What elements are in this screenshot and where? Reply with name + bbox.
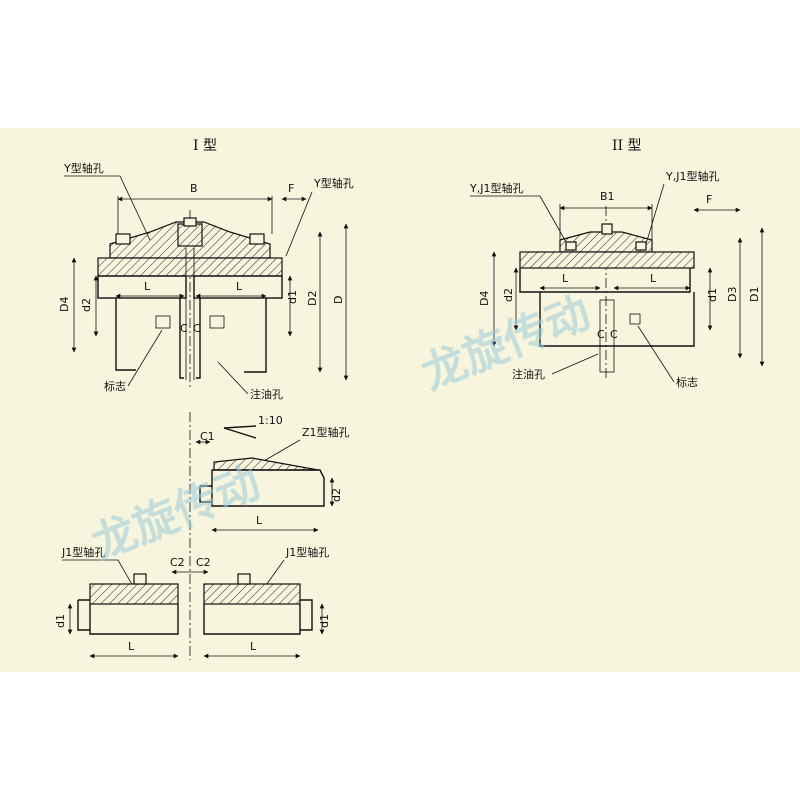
dim-t2-d2-label: d2: [502, 288, 515, 302]
dim-d2-label: d2: [80, 298, 93, 312]
dim-l-left-label: L: [144, 280, 151, 293]
dim-t2-l-left-label: L: [562, 272, 569, 285]
leader-yj-left-b: [539, 195, 567, 243]
type1-hub-bodies: [115, 298, 267, 379]
type1-title: I 型: [193, 138, 217, 154]
drawing-background: [0, 128, 800, 672]
j1-right-shaft-end: [300, 599, 313, 631]
dim-t2-l-right-label: L: [650, 272, 657, 285]
type1-y-hole-left-label: Y型轴孔: [63, 161, 104, 175]
type1-key-left: [155, 315, 171, 329]
dim-j-l-right-label: L: [250, 640, 257, 653]
type1-key-right: [209, 315, 225, 329]
type1-flange-cap: [177, 223, 203, 247]
type2-title: II 型: [612, 138, 642, 154]
dim-j-l-left-label: L: [128, 640, 135, 653]
type2-c-left: C: [597, 328, 605, 341]
j1-left-key: [133, 573, 147, 585]
type2-mark-label: 标志: [676, 375, 698, 389]
j-hole-left-label: J1型轴孔: [61, 545, 105, 559]
leader-t2-mark: [637, 325, 675, 383]
dim-z-d2-label: d2: [330, 488, 343, 502]
leader-z-hole: [261, 439, 301, 463]
dim-f-label: F: [288, 182, 294, 195]
type2-yj-right-label: Y,J1型轴孔: [665, 169, 719, 183]
dim-c1-label: C1: [200, 430, 215, 443]
j1-detail: J1型轴孔 J1型轴孔 C2 C2 d1 d1 L L: [54, 545, 331, 659]
dim-z-l-label: L: [256, 514, 263, 527]
z-hole-label: Z1型轴孔: [302, 425, 350, 439]
dim-t2-d4-label: D4: [478, 291, 491, 306]
leader-y-left-b: [119, 175, 151, 241]
leader-t2-oil: [551, 353, 599, 375]
dim-f2-label: F: [706, 193, 712, 206]
dim-j-d1-left-label: d1: [54, 614, 67, 628]
leader-mark: [127, 329, 163, 387]
dim-l-right-label: L: [236, 280, 243, 293]
leader-oil: [217, 361, 249, 395]
dim-t2-d1-label: d1: [706, 288, 719, 302]
type2-oil-label: 注油孔: [512, 367, 545, 381]
type2-outer-ring: [519, 251, 695, 269]
z1-shaft-end: [199, 485, 212, 503]
taper-symbol: [223, 425, 257, 439]
type2-key: [629, 313, 641, 325]
z1-detail: 1:10 C1 Z1型轴孔 d2 L: [189, 412, 350, 660]
type1-c-left: C: [180, 322, 188, 335]
type2-c-right: C: [610, 328, 618, 341]
type1-oil-hole-label: 注油孔: [250, 387, 283, 401]
type2-bolt-left: [565, 241, 577, 251]
j1-right-key: [237, 573, 251, 585]
type2-hub-top: [519, 268, 691, 293]
type2-center-pin: [599, 299, 615, 373]
dim-t2-d1big-label: D1: [748, 287, 761, 302]
dim-b-label: B: [190, 182, 198, 195]
type2-view: II 型 B1 F Y,J1型轴孔 Y,J1型轴孔 D4 d2 L: [469, 138, 765, 389]
leader-j-right: [263, 559, 285, 589]
type2-oil-plug: [601, 223, 613, 235]
taper-label: 1:10: [258, 414, 283, 427]
type1-bolt-right: [249, 233, 265, 245]
leader-y-right: [285, 191, 313, 257]
j1-left-hub-body: [89, 604, 179, 635]
dim-d1-label: d1: [286, 290, 299, 304]
dim-bigd2-label: D2: [306, 291, 319, 306]
dim-b1-label: B1: [600, 190, 615, 203]
j1-left-hub-top: [89, 583, 179, 605]
j1-right-hub-body: [203, 604, 301, 635]
dim-d4-label: D4: [58, 297, 71, 312]
type2-bolt-right: [635, 241, 647, 251]
type1-mark-label: 标志: [104, 379, 126, 393]
dim-bigd-label: D: [332, 296, 345, 304]
dim-t2-d3-label: D3: [726, 287, 739, 302]
dim-c2-right-label: C2: [196, 556, 211, 569]
type2-hub-body: [539, 292, 695, 347]
j1-left-shaft-end: [77, 599, 90, 631]
leader-j-left-b: [117, 559, 135, 589]
type1-view: I 型 B F Y型轴孔 Y型轴孔 D4: [58, 138, 354, 401]
type2-yj-left-label: Y,J1型轴孔: [469, 181, 523, 195]
dim-j-d1-right-label: d1: [318, 614, 331, 628]
j1-right-hub-top: [203, 583, 301, 605]
type1-c-right: C: [193, 322, 201, 335]
type1-oil-plug: [183, 217, 197, 227]
dim-c2-left-label: C2: [170, 556, 185, 569]
type1-outer-ring: [97, 257, 283, 277]
type1-bolt-left: [115, 233, 131, 245]
z1-shaft: [211, 469, 325, 507]
j-hole-right-label: J1型轴孔: [285, 545, 329, 559]
type1-y-hole-right-label: Y型轴孔: [313, 176, 354, 190]
leader-yj-right: [645, 183, 665, 245]
